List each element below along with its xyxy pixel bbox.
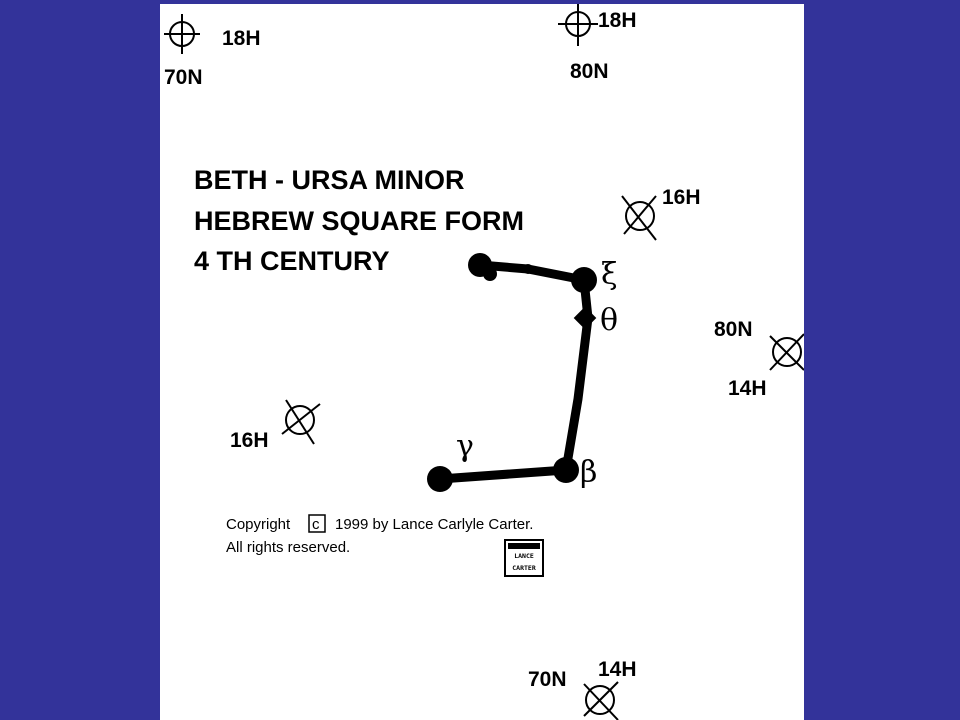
coordinate-marker-16h-upper: 16H [621,186,701,241]
marker-hour-label: 16H [662,186,701,209]
copyright-symbol-box [308,514,326,533]
marker-hour-label: 14H [728,377,767,400]
marker-dec-label: 80N [570,60,609,83]
title-line-2: HEBREW SQUARE FORM [194,206,524,236]
marker-hour-label: 16H [230,429,269,452]
logo-line-1: LANCE [514,552,534,560]
logo-line-2: CARTER [512,564,536,572]
marker-dec-label: 80N [714,318,753,341]
marker-hour-label: 14H [598,658,637,681]
copyright-symbol: c [312,516,320,533]
star-beta [553,457,579,483]
coordinate-marker-14h-70n: 70N 14H [528,658,637,720]
marker-dec-label: 70N [528,668,567,691]
coordinate-marker-18h-80n: 18H 80N [558,4,637,83]
crossed-circle-icon [585,685,615,715]
title-line-3: 4 TH CENTURY [194,246,390,276]
star-theta [573,306,597,330]
constellation-figure: ξ θ β γ [427,253,618,492]
copyright-year-owner: 1999 by Lance Carlyle Carter. [335,516,533,533]
coordinate-marker-14h-80n: 80N 14H [714,318,804,400]
copyright-notice: Copyright c 1999 by Lance Carlyle Carter… [226,514,533,556]
marker-hour-label: 18H [222,27,261,50]
star-label-theta: θ [600,303,618,338]
title-line-1: BETH - URSA MINOR [194,165,465,195]
crossed-circle-icon [772,337,802,367]
crossed-circle-icon [285,405,315,435]
diagram-title: BETH - URSA MINOR HEBREW SQUARE FORM 4 T… [194,165,524,276]
star-label-xi: ξ [601,257,618,292]
star-label-beta: β [580,455,597,490]
marker-hour-label: 18H [598,9,637,32]
star-label-gamma: γ [456,429,474,464]
coordinate-marker-16h-lower: 16H [230,399,321,452]
star-xi [571,267,597,293]
copyright-label: Copyright [226,516,291,533]
lance-carter-logo: LANCE CARTER [504,539,544,577]
rights-reserved: All rights reserved. [226,539,350,556]
diagram-frame: BETH - URSA MINOR HEBREW SQUARE FORM 4 T… [160,4,804,720]
star-gamma [427,466,453,492]
marker-dec-label: 70N [164,66,203,89]
coordinate-marker-18h-70n: 18H 70N [164,14,261,89]
ursa-minor-diagram: BETH - URSA MINOR HEBREW SQUARE FORM 4 T… [164,4,804,720]
crossed-circle-icon [625,201,655,231]
